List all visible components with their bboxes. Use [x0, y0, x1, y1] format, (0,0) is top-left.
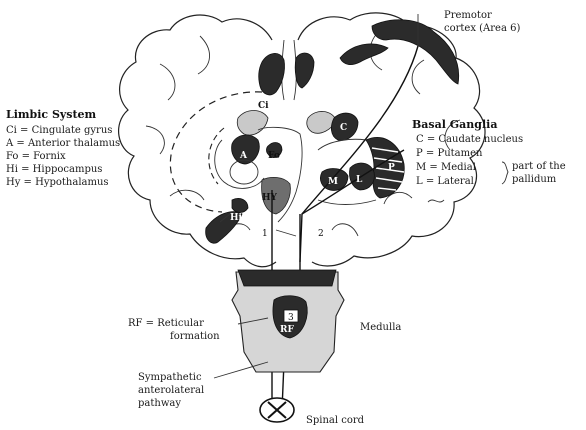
tag-fo: Fo	[268, 151, 280, 161]
cingulate-gyrus	[259, 53, 285, 94]
tag-p: P	[388, 163, 395, 173]
sympathetic-label-line3: pathway	[138, 398, 181, 409]
basal-item-m: M = Medial	[416, 162, 476, 173]
hippocampus-tail	[232, 198, 248, 212]
basal-item-c: C = Caudate nucleus	[416, 134, 523, 145]
premotor-cortex-band	[340, 44, 388, 65]
limbic-dashed-inner	[209, 128, 224, 184]
sympathetic-label-line1: Sympathetic	[138, 372, 202, 383]
medulla-top-cap	[238, 270, 336, 286]
limbic-item-fo: Fo = Fornix	[6, 151, 66, 162]
limbic-system-title: Limbic System	[6, 108, 97, 121]
rf-label-line2: formation	[170, 331, 220, 342]
tag-hy: HY	[262, 193, 278, 203]
basal-item-l: L = Lateral	[416, 176, 474, 187]
basal-ganglia-title: Basal Ganglia	[412, 118, 497, 131]
premotor-label-line1: Premotor	[444, 10, 492, 21]
spinal-cord	[260, 398, 294, 422]
medulla-label: Medulla	[360, 322, 401, 333]
rf-label-line1: RF = Reticular	[128, 318, 204, 329]
pathway-number-3: 3	[288, 313, 294, 323]
premotor-label-line2: cortex (Area 6)	[444, 23, 520, 34]
tag-c: C	[340, 123, 347, 133]
pallidum-brace	[502, 162, 508, 184]
limbic-item-ci: Ci = Cingulate gyrus	[6, 125, 112, 136]
limbic-item-hi: Hi = Hippocampus	[6, 164, 102, 175]
spinal-cord-label: Spinal cord	[306, 415, 365, 426]
basal-item-p: P = Putamen	[416, 148, 483, 159]
pallidum-note-line1: part of the	[512, 161, 566, 172]
pallidum-note-line2: pallidum	[512, 174, 557, 185]
tag-l: L	[356, 175, 363, 185]
tag-a: A	[239, 151, 248, 161]
pathway-number-2: 2	[318, 229, 324, 239]
cingulate-gyrus-right	[295, 53, 314, 88]
sympathetic-label-line2: anterolateral	[138, 385, 204, 396]
tag-ci: Ci	[258, 101, 269, 111]
pathway-cross	[276, 230, 296, 236]
limbic-item-hy: Hy = Hypothalamus	[6, 177, 109, 188]
tag-hi: Hi	[230, 213, 243, 223]
pathway-number-1: 1	[262, 229, 268, 239]
limbic-item-a: A = Anterior thalamus	[5, 138, 120, 149]
tag-m: M	[328, 177, 338, 187]
small-squiggle	[428, 200, 444, 202]
tag-rf: RF	[280, 325, 294, 335]
left-ventricle	[237, 111, 268, 136]
